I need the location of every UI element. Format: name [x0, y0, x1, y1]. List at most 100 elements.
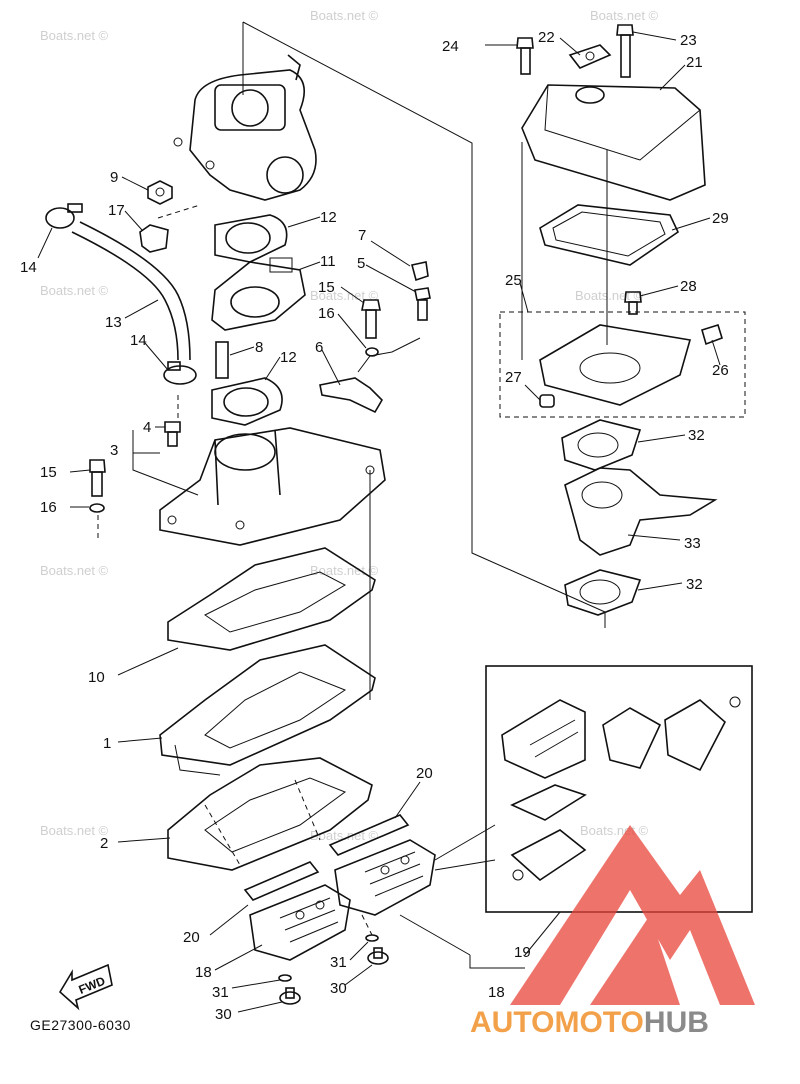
watermarks: Boats.net © Boats.net © Boats.net © Boat… [40, 8, 659, 843]
plate-11 [211, 257, 306, 331]
callout-20-left: 20 [183, 929, 200, 946]
washer-16-lower [89, 503, 105, 513]
callout-29: 29 [712, 210, 729, 227]
callout-25: 25 [505, 272, 522, 289]
leader-lines [37, 31, 721, 1013]
screw-28 [624, 291, 642, 315]
reed-assembly-18-left [249, 884, 351, 961]
callout-33: 33 [684, 535, 701, 552]
bolt-24 [516, 37, 534, 75]
nut-9 [147, 180, 173, 205]
callout-15-lower: 15 [40, 464, 57, 481]
watermark: Boats.net © [310, 563, 379, 578]
guide-lines [242, 21, 608, 700]
brand-part-moto: MOTO [554, 1006, 643, 1039]
callout-1: 1 [103, 735, 111, 752]
bolt-15-upper [361, 299, 381, 339]
screw-30-left [279, 987, 301, 1005]
callout-13: 13 [105, 314, 122, 331]
callout-30-left: 30 [215, 1006, 232, 1023]
bolt-4 [164, 421, 181, 447]
gasket-12-upper [214, 214, 288, 263]
plate-25 [539, 324, 692, 406]
callout-21: 21 [686, 54, 703, 71]
cap-7 [411, 261, 429, 282]
callout-14-bottom: 14 [130, 332, 147, 349]
bolt-23 [616, 24, 634, 78]
screw-30-right [367, 947, 389, 965]
callout-9: 9 [110, 169, 118, 186]
callout-15-upper: 15 [318, 279, 335, 296]
callout-4: 4 [143, 419, 151, 436]
watermark: Boats.net © [40, 563, 109, 578]
callout-18-left: 18 [195, 964, 212, 981]
watermark: Boats.net © [580, 823, 649, 838]
callout-22: 22 [538, 29, 555, 46]
plug-27 [539, 394, 555, 408]
watermark: Boats.net © [40, 28, 109, 43]
watermark: Boats.net © [575, 288, 644, 303]
watermark: Boats.net © [310, 288, 379, 303]
cover-21 [521, 84, 706, 201]
screw-5 [414, 287, 431, 321]
callout-23: 23 [680, 32, 697, 49]
callout-7: 7 [358, 227, 366, 244]
callout-19: 19 [514, 944, 531, 961]
reed-plate-20-left [243, 861, 320, 901]
callout-27: 27 [505, 369, 522, 386]
bracket-6 [319, 377, 384, 414]
callout-12-upper: 12 [320, 209, 337, 226]
assembly-25-box [499, 311, 746, 418]
washer-31-left [278, 974, 292, 982]
callout-12-lower: 12 [280, 349, 297, 366]
brand-part-auto: AUTO [470, 1006, 554, 1039]
callout-28: 28 [680, 278, 697, 295]
callout-20-right: 20 [416, 765, 433, 782]
fitting-26 [701, 323, 723, 346]
callout-18-right: 18 [488, 984, 505, 1001]
gasket-12-lower [211, 377, 283, 426]
callout-31-right: 31 [330, 954, 347, 971]
gasket-32-upper [561, 419, 642, 471]
gasket-29 [539, 204, 680, 266]
carburetor-body [173, 54, 317, 201]
washer-31-right [365, 934, 379, 942]
callout-6: 6 [315, 339, 323, 356]
brand-name: AUTOMOTOHUB [470, 1006, 709, 1039]
bolt-22 [568, 44, 612, 69]
callout-16-upper: 16 [318, 305, 335, 322]
callout-31-left: 31 [212, 984, 229, 1001]
inset-detail-box [485, 665, 753, 913]
callout-32-lower: 32 [686, 576, 703, 593]
callout-2: 2 [100, 835, 108, 852]
callout-3: 3 [110, 442, 118, 459]
callout-16-lower: 16 [40, 499, 57, 516]
watermark: Boats.net © [590, 8, 659, 23]
clamp-14-bottom [163, 361, 197, 385]
watermark: Boats.net © [40, 823, 109, 838]
callout-14-top: 14 [20, 259, 37, 276]
gasket-32-lower [564, 569, 642, 616]
clip-17 [139, 224, 169, 253]
automotohub-logo: AUTOMOTOHUB [470, 825, 755, 1039]
callout-26: 26 [712, 362, 729, 379]
callout-17: 17 [108, 202, 125, 219]
callout-5: 5 [357, 255, 365, 272]
stud-8 [215, 341, 229, 379]
gasket-10 [167, 547, 376, 651]
callout-11: 11 [320, 253, 336, 270]
watermark: Boats.net © [40, 283, 109, 298]
logo-mark-icon [510, 825, 755, 1005]
intake-manifold-3 [159, 427, 386, 546]
reed-assembly-18-right [334, 839, 436, 916]
callout-8: 8 [255, 339, 263, 356]
callout-24: 24 [442, 38, 459, 55]
reed-plate-20-right [328, 814, 410, 856]
clamp-14-top [45, 203, 83, 229]
callout-30-right: 30 [330, 980, 347, 997]
callout-32-upper: 32 [688, 427, 705, 444]
callout-10: 10 [88, 669, 105, 686]
hose-13 [71, 221, 191, 361]
bolt-15-lower [89, 459, 106, 497]
